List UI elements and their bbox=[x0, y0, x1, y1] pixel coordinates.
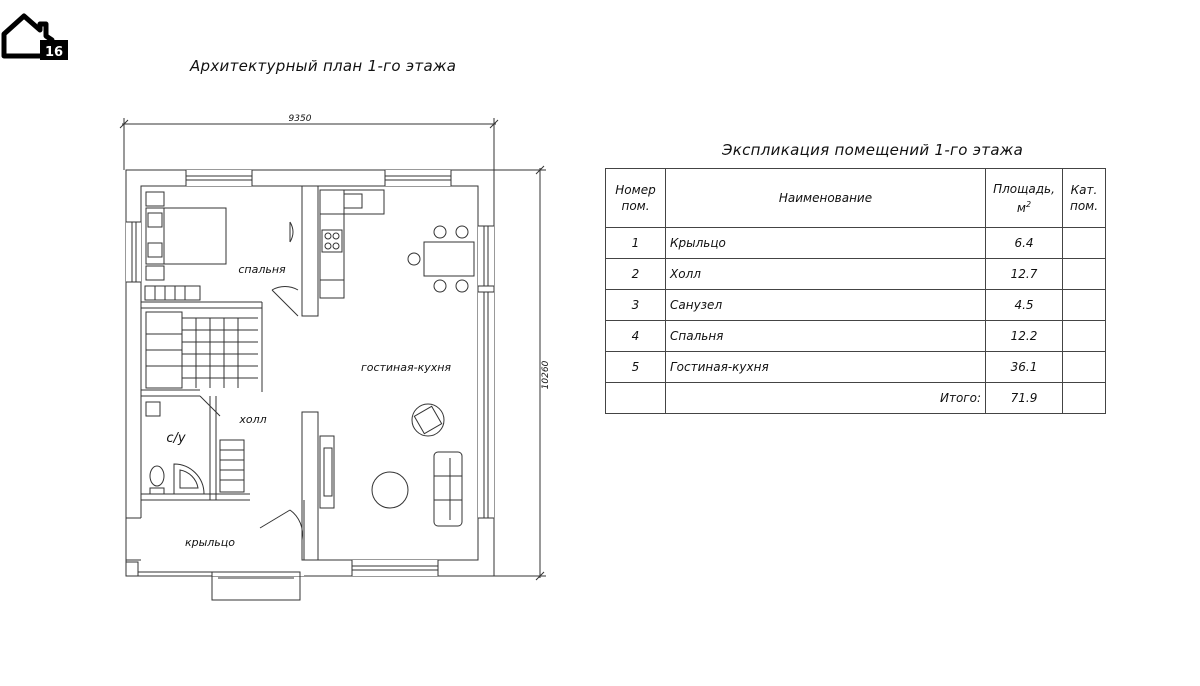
table-row: 5 Гостиная-кухня 36.1 bbox=[605, 351, 1106, 383]
table-row: 3 Санузел 4.5 bbox=[605, 289, 1106, 321]
room-label-bedroom: спальня bbox=[238, 263, 286, 276]
header-category: Кат.пом. bbox=[1062, 168, 1106, 228]
header-name: Наименование bbox=[665, 168, 986, 228]
total-label: Итого: bbox=[665, 382, 986, 414]
dim-height-label: 10260 bbox=[541, 360, 551, 389]
room-label-porch: крыльцо bbox=[185, 536, 235, 549]
table-total-row: Итого: 71.9 bbox=[605, 382, 1106, 414]
house-logo-icon: 16 bbox=[1, 13, 68, 60]
table-row: 2 Холл 12.7 bbox=[605, 258, 1106, 290]
header-area: Площадь,м2 bbox=[985, 168, 1063, 228]
room-label-bathroom: с/у bbox=[166, 431, 186, 446]
table-row: 1 Крыльцо 6.4 bbox=[605, 227, 1106, 259]
floor-plan: 9350 10260 спальня гостиная-кухня холл с… bbox=[119, 114, 551, 601]
logo-number: 16 bbox=[45, 45, 63, 60]
table-row: 4 Спальня 12.2 bbox=[605, 320, 1106, 352]
plan-title: Архитектурный план 1-го этажа bbox=[190, 57, 457, 75]
total-value: 71.9 bbox=[985, 382, 1063, 414]
room-label-living-kitchen: гостиная-кухня bbox=[361, 361, 451, 374]
explication-title: Экспликация помещений 1-го этажа bbox=[722, 141, 1024, 159]
room-label-hall: холл bbox=[238, 413, 266, 426]
dim-width-label: 9350 bbox=[289, 114, 312, 124]
